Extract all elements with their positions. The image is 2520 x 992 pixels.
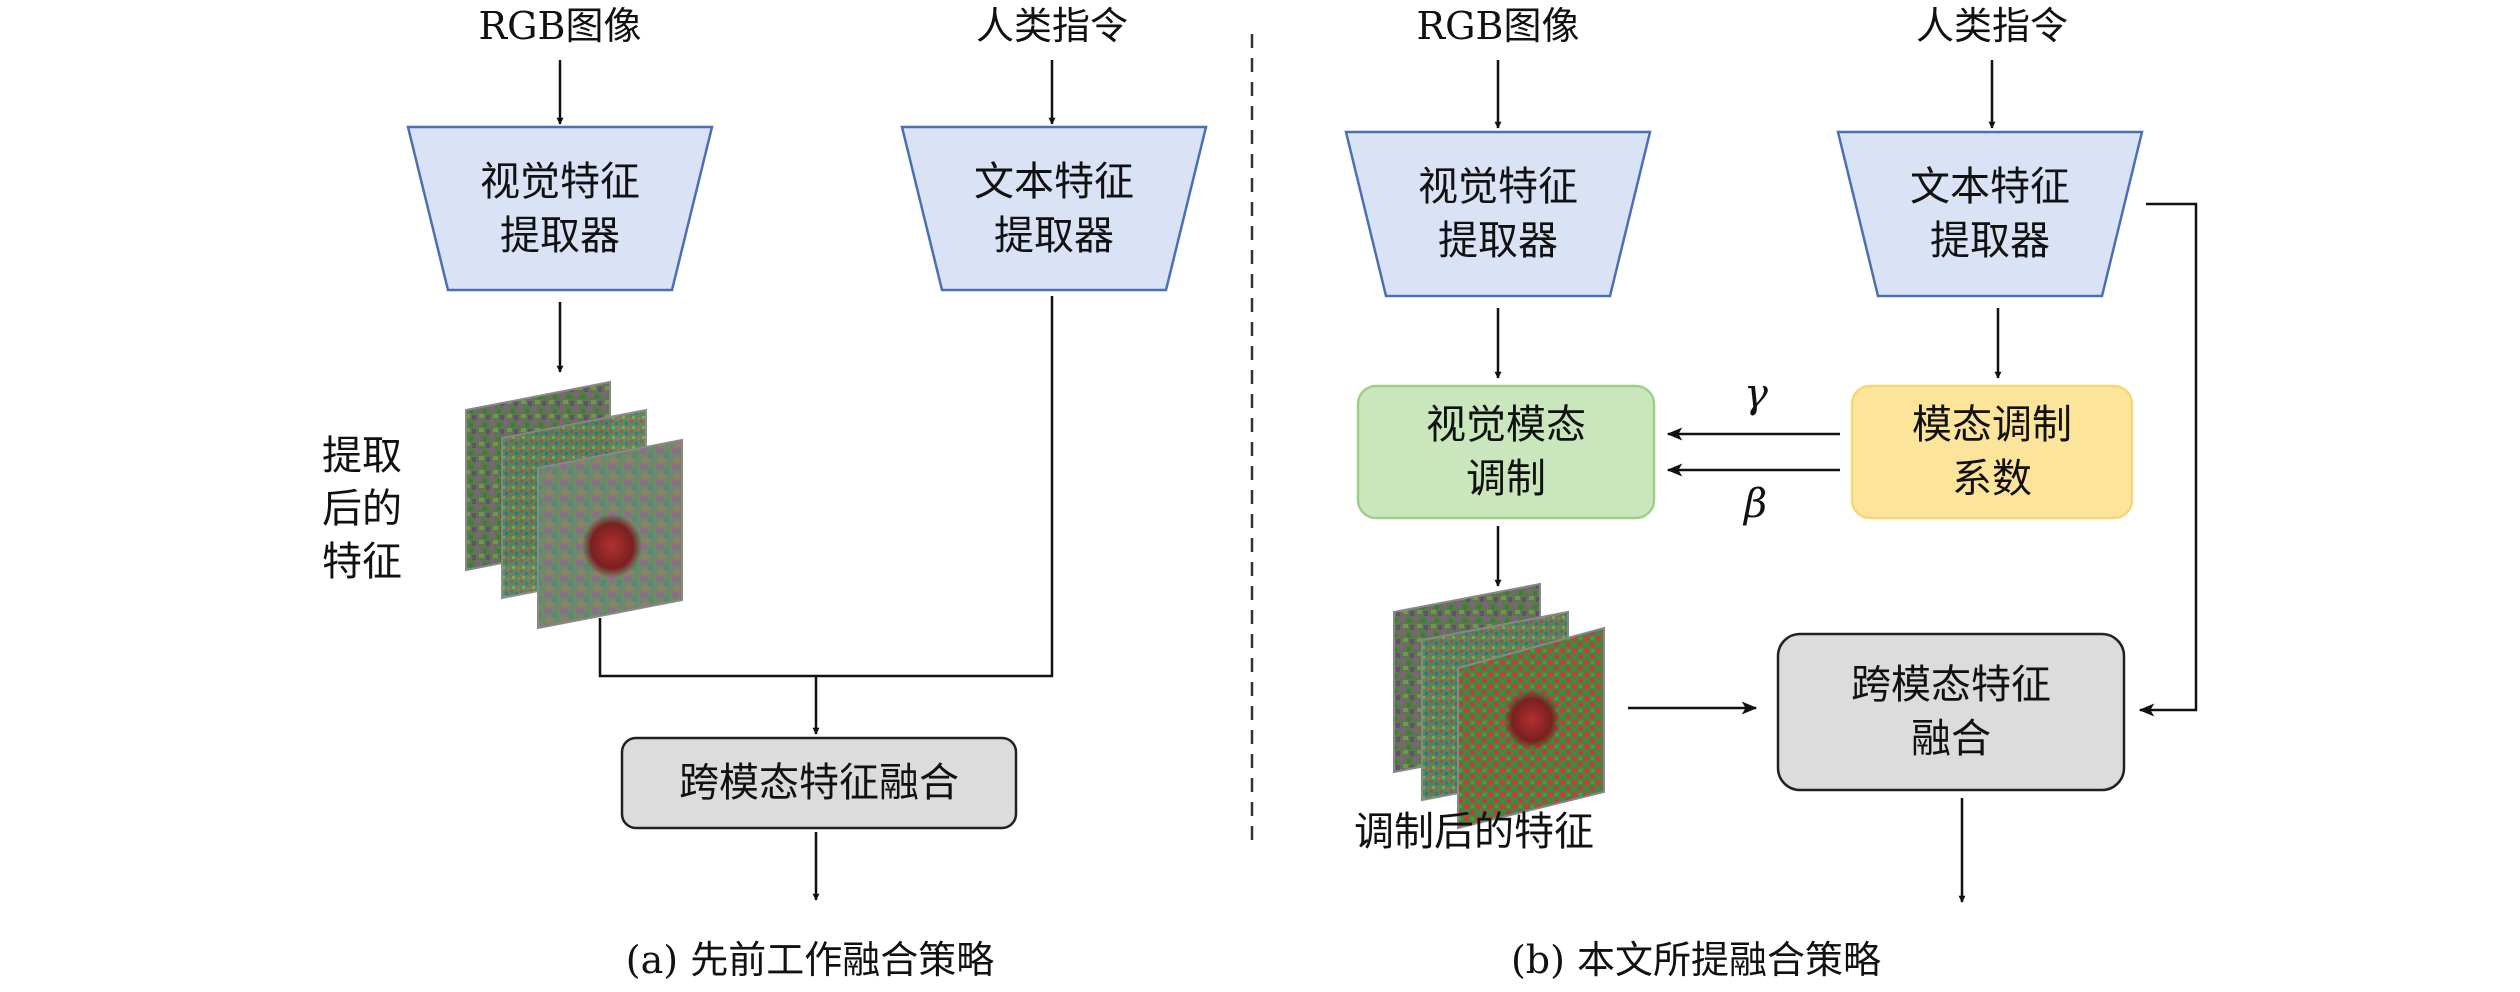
fusion-box-a xyxy=(620,736,1018,830)
line-features-to-fusion-a xyxy=(598,618,816,678)
fusion-label-b: 跨模态特征融合 xyxy=(1851,662,2051,762)
line-text-to-fusion-a xyxy=(816,296,1054,678)
visual-extractor-a xyxy=(406,125,714,292)
rgb-image-label-b: RGB图像 xyxy=(1416,4,1580,48)
fusion-box-b xyxy=(1776,632,2126,792)
panel-a xyxy=(406,60,1208,901)
text-extractor-label-a: 文本特征提取器 xyxy=(974,159,1134,259)
caption-a: (a) 先前工作融合策略 xyxy=(625,938,995,982)
modulation-coefficient-box xyxy=(1850,384,2134,520)
visual-extractor-label-b: 视觉特征提取器 xyxy=(1418,164,1578,264)
visual-modulation-box xyxy=(1356,384,1656,520)
text-extractor-a xyxy=(900,125,1208,292)
rgb-image-label-a: RGB图像 xyxy=(478,4,642,48)
panel-b xyxy=(1344,60,2198,903)
modulated-feature-maps xyxy=(1393,582,1605,830)
feature-maps-a xyxy=(465,380,683,630)
human-instruction-label-a: 人类指令 xyxy=(975,4,1129,48)
text-extractor-label-b: 文本特征提取器 xyxy=(1910,164,2070,264)
caption-b: (b) 本文所提融合策略 xyxy=(1510,938,1882,982)
extracted-features-label: 提取 后的 特征 xyxy=(322,433,402,585)
human-instruction-label-b: 人类指令 xyxy=(1915,4,2069,48)
text-extractor-b xyxy=(1836,130,2144,298)
fusion-label-a: 跨模态特征融合 xyxy=(679,760,959,806)
line-text-bypass-b xyxy=(2138,202,2198,717)
modulated-features-label: 调制后的特征 xyxy=(1354,809,1594,855)
gamma-label: γ xyxy=(1744,371,1768,417)
modulation-coefficient-label: 模态调制系数 xyxy=(1912,402,2072,502)
visual-modulation-label: 视觉模态调制 xyxy=(1426,402,1586,502)
visual-extractor-label-a: 视觉特征提取器 xyxy=(480,159,640,259)
beta-label: β xyxy=(1744,481,1768,527)
visual-extractor-b xyxy=(1344,130,1652,298)
